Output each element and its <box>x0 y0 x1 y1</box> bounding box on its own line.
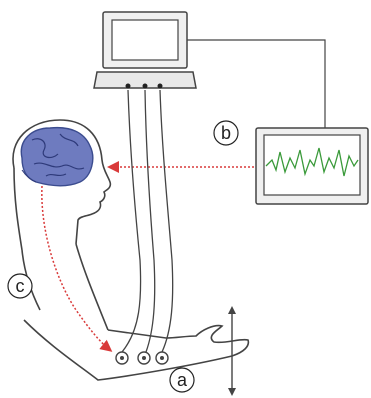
svg-text:b: b <box>221 123 231 143</box>
signal-display-monitor-icon <box>255 127 369 205</box>
electrode-icon <box>115 351 169 365</box>
signal-trace <box>265 147 359 177</box>
label-b: b <box>213 120 239 146</box>
motor-pathway-c <box>41 185 113 352</box>
svg-text:c: c <box>16 276 25 296</box>
computer-monitor-icon <box>102 11 188 69</box>
label-c: c <box>7 273 33 299</box>
label-a: a <box>169 367 195 393</box>
data-cable <box>187 39 326 128</box>
arm-outline-icon <box>21 243 250 381</box>
amplifier-box-icon <box>93 71 197 89</box>
vertical-double-arrow-icon <box>228 306 236 396</box>
brain-icon <box>20 126 94 187</box>
svg-text:a: a <box>177 370 188 390</box>
electrode-wires <box>121 89 174 353</box>
